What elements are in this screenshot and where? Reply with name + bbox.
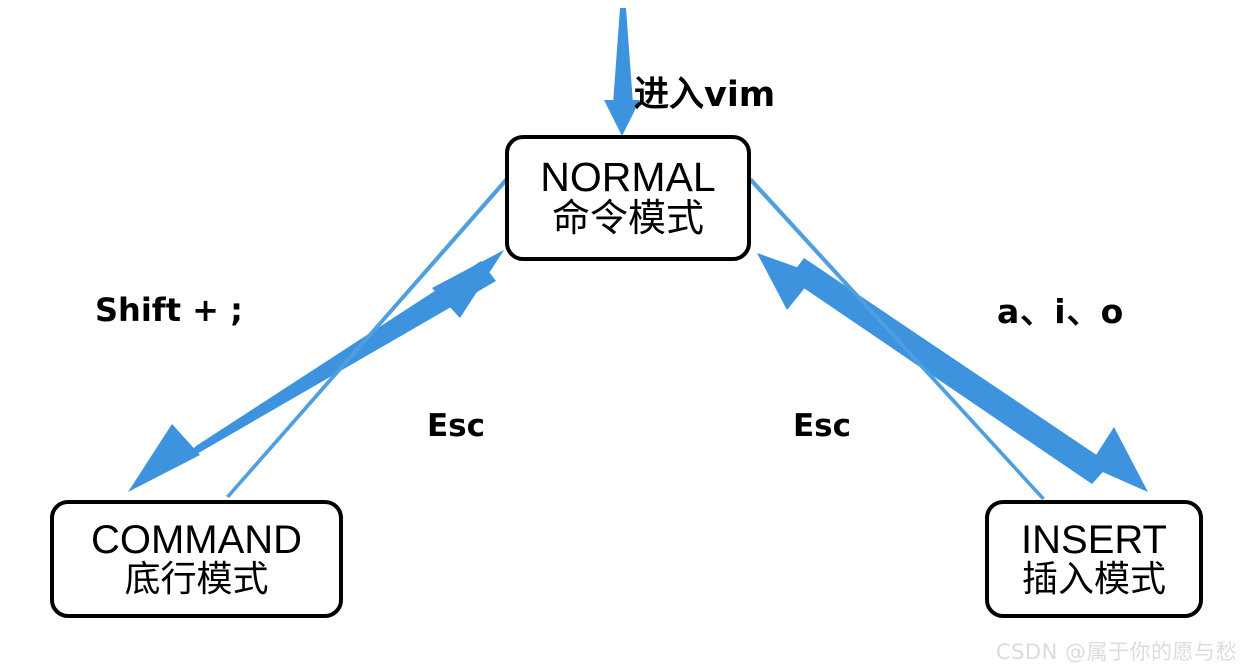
edge-label-a-i-o: a、i、o bbox=[997, 292, 1125, 331]
mode-box-insert[interactable]: INSERT 插入模式 bbox=[985, 500, 1203, 618]
mode-insert-name-en: INSERT bbox=[1021, 517, 1167, 562]
mode-insert-name-cn: 插入模式 bbox=[1021, 558, 1166, 600]
mode-command-name-cn: 底行模式 bbox=[124, 558, 269, 600]
mode-box-normal[interactable]: NORMAL 命令模式 bbox=[505, 135, 751, 261]
arrow-enter-vim bbox=[604, 8, 640, 136]
edge-label-esc-left: Esc bbox=[427, 408, 486, 444]
line-normal-command-thin bbox=[226, 178, 508, 498]
watermark: CSDN @属于你的愿与愁 bbox=[995, 640, 1237, 664]
edge-label-shift-semicolon: Shift + ; bbox=[95, 291, 243, 329]
edge-label-enter-vim: 进入vim bbox=[634, 75, 776, 115]
arrow-normal-insert bbox=[757, 253, 1148, 492]
line-normal-insert-thin bbox=[749, 178, 1045, 500]
mode-box-command[interactable]: COMMAND 底行模式 bbox=[50, 500, 343, 618]
mode-normal-name-cn: 命令模式 bbox=[551, 196, 704, 241]
mode-normal-name-en: NORMAL bbox=[540, 153, 716, 200]
arrow-normal-command bbox=[128, 250, 504, 492]
edge-label-esc-right: Esc bbox=[793, 408, 852, 444]
mode-command-name-en: COMMAND bbox=[90, 517, 303, 562]
